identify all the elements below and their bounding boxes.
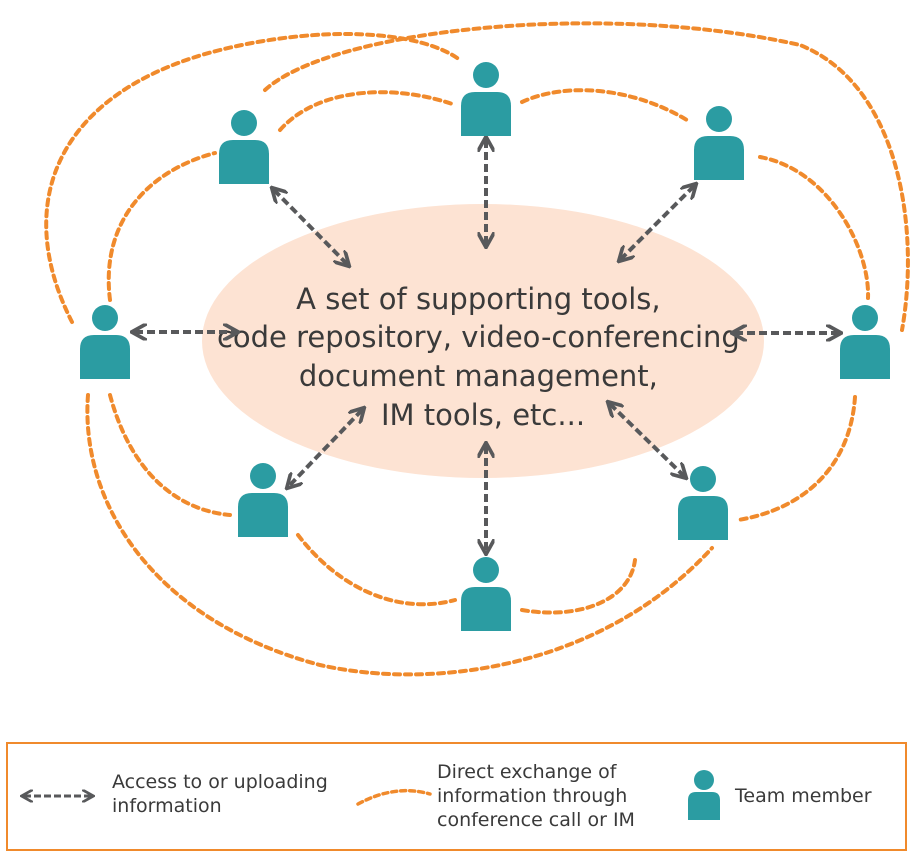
- exchange-curve: [278, 90, 457, 132]
- access-legend-line-1: Access to or uploading: [112, 771, 328, 793]
- access-legend-line-2: information: [112, 795, 222, 817]
- tools-description: A set of supporting tools, code reposito…: [217, 282, 749, 432]
- exchange-legend-line-2: information through: [437, 785, 627, 807]
- person-icon: [461, 557, 511, 631]
- access-arrow: [274, 190, 347, 264]
- person-icon: [678, 466, 728, 540]
- exchange-curve: [520, 558, 637, 615]
- exchange-curve: [85, 393, 714, 677]
- access-arrow: [289, 410, 362, 486]
- exchange-curve: [520, 88, 692, 124]
- exchange-curve: [44, 31, 462, 324]
- exchange-curve: [106, 151, 217, 302]
- exchange-legend-line-1: Direct exchange of: [437, 761, 618, 783]
- person-icon: [840, 305, 890, 379]
- access-arrow: [621, 186, 694, 259]
- dotted-curve-icon: [356, 788, 432, 806]
- exchange-curve: [108, 393, 232, 517]
- exchange-legend-line-3: conference call or IM: [437, 809, 635, 831]
- tools-line-3: document management,: [299, 359, 658, 393]
- person-icon: [694, 106, 744, 180]
- person-icon: [238, 463, 288, 537]
- person-icon: [219, 110, 269, 184]
- exchange-curve: [296, 533, 457, 607]
- exchange-curve: [736, 395, 857, 522]
- tools-line-2: code repository, video-conferencing: [217, 320, 740, 354]
- direct-exchange-curves: [44, 21, 910, 677]
- exchange-legend-label: Direct exchange of information through c…: [437, 761, 635, 831]
- person-icon: [461, 62, 511, 136]
- exchange-curve: [263, 21, 910, 332]
- legend: Access to or uploading information Direc…: [6, 742, 907, 851]
- tools-line-4: IM tools, etc...: [381, 398, 585, 432]
- tools-line-1: A set of supporting tools,: [296, 282, 660, 316]
- person-icon: [80, 305, 130, 379]
- access-arrows: [135, 140, 838, 551]
- access-legend-label: Access to or uploading information: [112, 771, 334, 817]
- team-members: [80, 62, 890, 631]
- member-legend-label: Team member: [734, 785, 872, 807]
- access-arrow: [610, 404, 684, 476]
- legend-border: [6, 742, 907, 851]
- person-icon: [688, 770, 720, 820]
- exchange-curve: [758, 155, 871, 300]
